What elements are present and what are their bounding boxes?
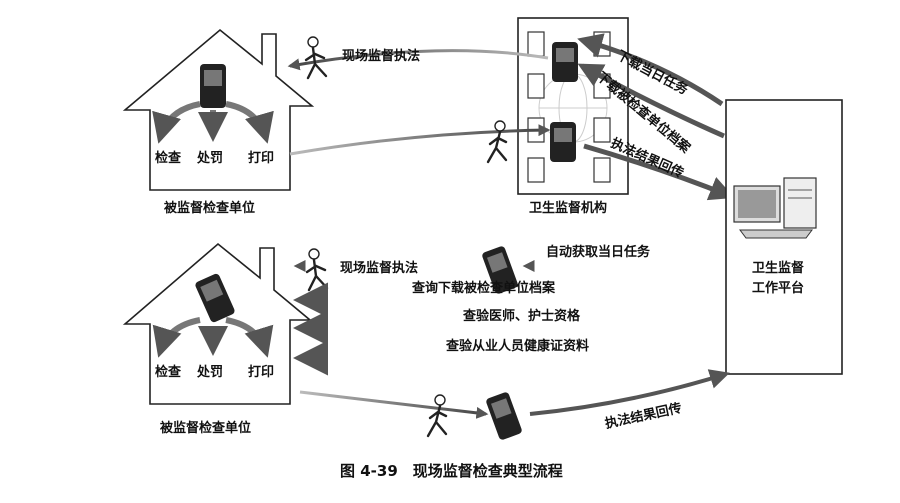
- platform-label-line2: 工作平台: [752, 280, 804, 296]
- bottom-action-print: 打印: [248, 364, 274, 380]
- walker-bottom-icon: [305, 248, 329, 292]
- top-house: 检查 处罚 打印: [122, 28, 315, 191]
- bottom-house-label: 被监督检查单位: [159, 420, 251, 436]
- bottom-house: 检查 处罚 打印: [122, 242, 313, 405]
- bottom-action-check: 检查: [155, 364, 182, 380]
- upload-results-bottom-label: 执法结果回传: [604, 400, 684, 432]
- check-staff-label: 查验从业人员健康证资料: [445, 338, 589, 354]
- platform-label-line1: 卫生监督: [752, 260, 804, 276]
- top-action-penalty: 处罚: [196, 150, 223, 166]
- bottom-phone-icon: [195, 273, 235, 323]
- top-house-label: 被监督检查单位: [163, 200, 255, 216]
- bottom-mobile2-icon: [486, 392, 522, 440]
- agency-label: 卫生监督机构: [529, 200, 607, 216]
- phone-icon: [200, 64, 226, 108]
- bottom-action-penalty: 处罚: [196, 364, 223, 380]
- agency-phone-bottom-icon: [550, 122, 576, 162]
- top-action-print: 打印: [248, 150, 274, 166]
- query-archives-label: 查询下载被检查单位档案: [411, 280, 556, 296]
- agency-building: [517, 17, 629, 195]
- bottom-mobile-icon: [482, 246, 518, 294]
- top-inspect-label: 现场监督执法: [342, 48, 420, 64]
- figure-caption: 图 4-39 现场监督检查典型流程: [340, 462, 563, 480]
- auto-tasks-label: 自动获取当日任务: [546, 244, 651, 260]
- check-doctor-label: 查验医师、护士资格: [462, 308, 581, 324]
- walker-bottom2-icon: [426, 394, 448, 438]
- bottom-inspect-label: 现场监督执法: [340, 260, 418, 276]
- walker-top2-icon: [486, 120, 508, 164]
- walker-top-icon: [304, 36, 328, 80]
- platform-box: 卫生监督 工作平台: [725, 99, 843, 375]
- computer-icon: [733, 177, 817, 239]
- agency-phone-top-icon: [552, 42, 578, 82]
- top-action-check: 检查: [155, 150, 182, 166]
